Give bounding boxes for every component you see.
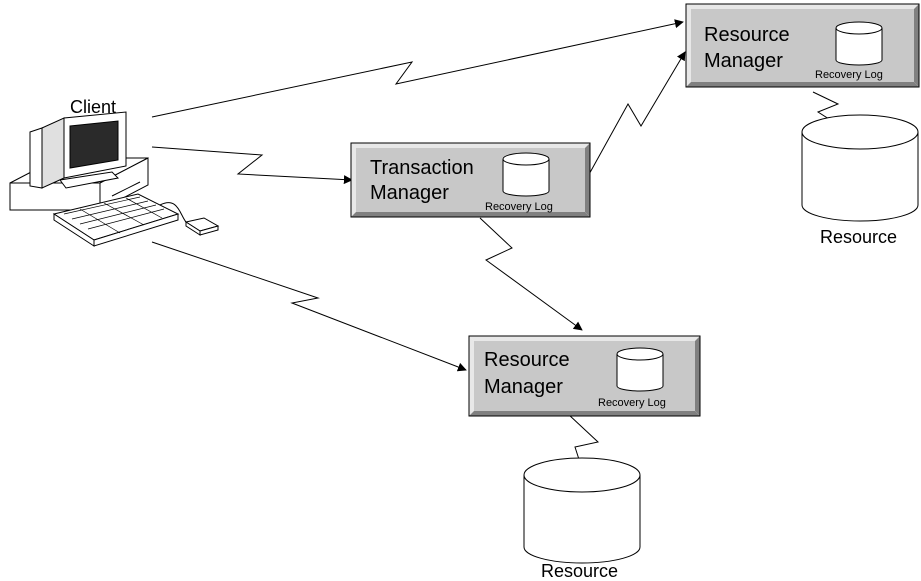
recovery-log-cylinder-icon: [835, 21, 883, 66]
resource-top-database-icon: [801, 114, 919, 222]
links: [151, 19, 863, 476]
transaction-manager-title-line1: Transaction: [370, 157, 474, 179]
resource-manager-top-title-line1: Resource: [704, 24, 790, 46]
resource-bottom-database-icon: [523, 457, 641, 564]
resource-top-label: Resource: [820, 227, 897, 247]
client-computer: Client: [9, 97, 220, 247]
link-client-to-transaction-manager: [151, 146, 353, 185]
resource-manager-top-title-line2: Manager: [704, 50, 783, 72]
resource-manager-top-log-label: Recovery Log: [815, 69, 883, 81]
link-client-to-top-resource-manager: [151, 19, 684, 118]
link-transaction-manager-to-bottom-resource-manager: [479, 217, 583, 331]
transaction-manager-box: Transaction Manager Recovery Log: [350, 142, 591, 218]
resource-manager-bottom-box: Resource Manager Recovery Log: [468, 335, 701, 417]
client-label: Client: [70, 97, 116, 117]
monitor-screen: [69, 120, 119, 169]
resource-manager-bottom-log-label: Recovery Log: [598, 397, 666, 409]
resource-manager-bottom-title-line1: Resource: [484, 349, 570, 371]
recovery-log-cylinder-icon: [502, 152, 550, 197]
recovery-log-cylinder-icon: [616, 347, 664, 392]
mouse-icon: [184, 217, 220, 236]
keyboard-icon: [52, 193, 180, 247]
transaction-manager-title-line2: Manager: [370, 182, 449, 204]
link-transaction-manager-to-top-resource-manager: [586, 51, 686, 179]
resource-manager-top-box: Resource Manager Recovery Log: [685, 3, 920, 88]
transaction-manager-log-label: Recovery Log: [485, 201, 553, 213]
resource-bottom-label: Resource: [541, 561, 618, 581]
link-client-to-bottom-resource-manager: [151, 241, 467, 372]
resource-manager-bottom-title-line2: Manager: [484, 376, 563, 398]
